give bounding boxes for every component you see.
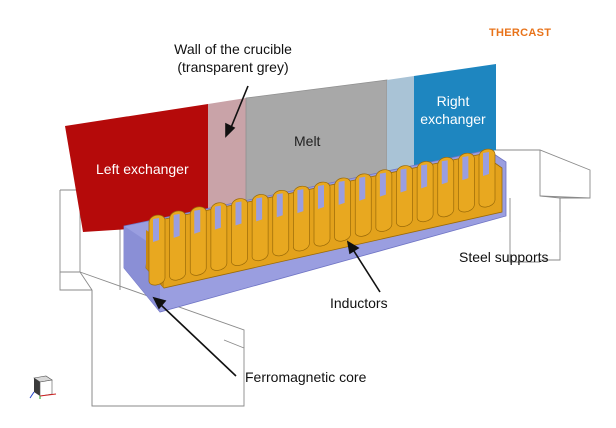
inductor-coil-slot bbox=[421, 164, 428, 189]
inductor-coil-slot bbox=[441, 160, 448, 185]
steel-supports-label: Steel supports bbox=[459, 249, 549, 265]
crucible-wall-left bbox=[208, 98, 246, 224]
inductor-coils bbox=[148, 148, 496, 286]
ferromagnetic-core-label: Ferromagnetic core bbox=[245, 369, 367, 385]
left-exchanger-label: Left exchanger bbox=[96, 161, 189, 177]
inductor-coil-segment bbox=[354, 173, 372, 237]
inductor-coil-segment bbox=[251, 194, 269, 261]
inductor-coil-segment bbox=[148, 214, 166, 286]
inductor-coil-slot bbox=[338, 180, 345, 205]
inductor-coil-slot bbox=[359, 176, 366, 201]
inductor-coil-segment bbox=[272, 190, 290, 257]
inductor-coil-segment bbox=[313, 181, 331, 247]
inductor-coil-slot bbox=[379, 172, 386, 197]
inductor-coil-slot bbox=[256, 197, 263, 222]
right-exchanger-label: Right exchanger bbox=[412, 92, 494, 128]
inductor-coil-slot bbox=[483, 152, 489, 176]
crucible-wall-label-line2: (transparent grey) bbox=[177, 59, 289, 75]
inductor-coil-segment bbox=[231, 198, 248, 266]
crucible-wall-right bbox=[387, 76, 414, 190]
inductor-coil-segment bbox=[458, 152, 475, 213]
inductor-coil-segment bbox=[293, 185, 310, 252]
right-exchanger-block bbox=[414, 64, 496, 170]
inductors-label: Inductors bbox=[330, 295, 388, 311]
inductor-coil-segment bbox=[334, 177, 351, 242]
inductor-coil-slot bbox=[214, 205, 221, 230]
melt-label: Melt bbox=[294, 133, 321, 149]
inductor-coil-segment bbox=[437, 157, 455, 218]
inductor-coil-segment bbox=[189, 206, 207, 276]
crucible-wall-label: Wall of the crucible (transparent grey) bbox=[158, 40, 308, 76]
inductor-coil-slot bbox=[276, 193, 283, 218]
inductor-coil-slot bbox=[462, 156, 469, 181]
inductor-coil-slot bbox=[297, 189, 304, 214]
right-exchanger-label-line2: exchanger bbox=[420, 111, 486, 127]
inductor-coil-slot bbox=[153, 218, 159, 242]
thercast-logo: THERCAST bbox=[489, 27, 552, 39]
inductor-coil-slot bbox=[194, 209, 201, 234]
annotation-arrows bbox=[152, 85, 381, 377]
inductor-coil-segment bbox=[210, 202, 228, 271]
inductor-coil-slot bbox=[235, 201, 242, 226]
crucible-wall-label-line1: Wall of the crucible bbox=[174, 41, 292, 57]
inductor-coil-slot bbox=[400, 168, 407, 193]
right-exchanger-label-line1: Right bbox=[436, 93, 470, 109]
inductor-coil-segment bbox=[478, 148, 496, 208]
left-exchanger-block bbox=[65, 104, 208, 232]
inductor-coil-slot bbox=[318, 185, 324, 209]
axis-triad-cube-icon bbox=[29, 375, 57, 399]
inductor-coil-slot bbox=[173, 213, 180, 238]
inductor-coil-segment bbox=[375, 169, 393, 232]
inductor-coil-segment bbox=[169, 210, 186, 281]
inductor-coil-segment bbox=[396, 165, 413, 227]
inductor-coil-segment bbox=[416, 161, 434, 222]
